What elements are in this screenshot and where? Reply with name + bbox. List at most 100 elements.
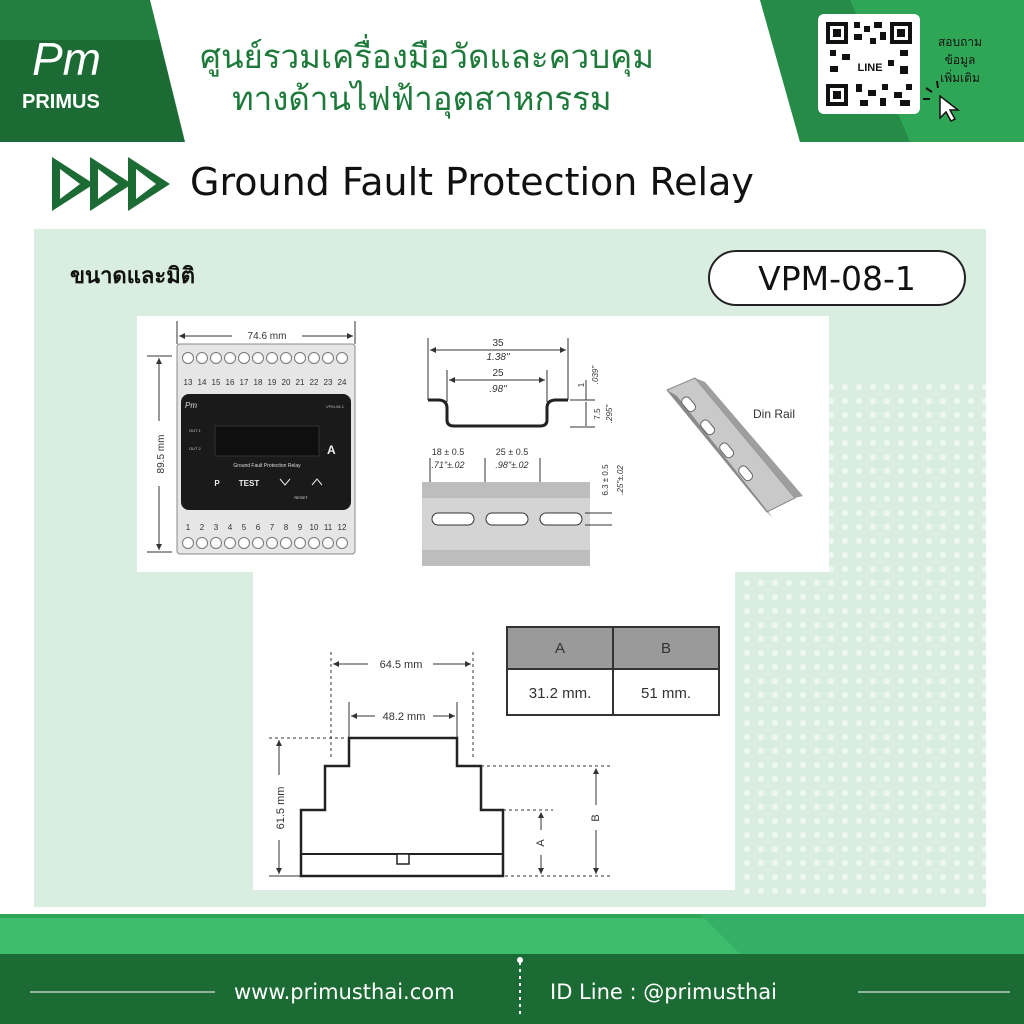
faceplate-logo: Pm <box>185 401 197 410</box>
profile-width-in: 1.38" <box>486 352 509 363</box>
qr-caption-1: สอบถาม <box>938 35 982 49</box>
down-arrow-icon[interactable] <box>279 478 291 486</box>
height-dimension: 89.5 mm <box>156 435 167 474</box>
side-view-drawing: 64.5 mm 48.2 mm 61.5 mm A B <box>269 652 613 878</box>
p-button[interactable]: P <box>214 479 220 488</box>
slot-pitch-mm: 18 ± 0.5 <box>432 447 464 457</box>
section-title: ขนาดและมิติ <box>70 264 195 289</box>
terminal-screw <box>336 352 348 364</box>
profile-width-mm: 35 <box>492 338 504 349</box>
terminal-number: 1 <box>186 523 191 532</box>
terminal-number: 4 <box>228 523 233 532</box>
terminal-number: 17 <box>240 378 249 387</box>
slot-pitch-in: .71"±.02 <box>431 460 464 470</box>
lcd-display <box>214 425 320 457</box>
terminal-number: 12 <box>338 523 347 532</box>
terminal-screw <box>238 537 250 549</box>
terminal-number: 8 <box>284 523 289 532</box>
terminal-screw <box>196 537 208 549</box>
reset-label: RESET <box>294 495 308 500</box>
terminal-screw <box>252 537 264 549</box>
label-a: A <box>535 839 547 847</box>
footer-website[interactable]: www.primusthai.com <box>234 980 455 1004</box>
terminal-number: 24 <box>338 378 347 387</box>
terminal-number: 10 <box>310 523 319 532</box>
terminal-number: 23 <box>324 378 333 387</box>
profile-inner-mm: 25 <box>492 368 504 379</box>
terminal-screw <box>322 352 334 364</box>
dimension-table: A B 31.2 mm. 51 mm. <box>506 626 720 716</box>
label-b: B <box>590 814 602 821</box>
page-title: Ground Fault Protection Relay <box>190 160 754 204</box>
terminal-number: 16 <box>226 378 235 387</box>
footer-line-id[interactable]: ID Line : @primusthai <box>550 980 777 1004</box>
up-arrow-icon[interactable] <box>311 478 323 486</box>
terminal-screw <box>294 352 306 364</box>
terminal-screw <box>224 352 236 364</box>
thickness-in: .039" <box>591 365 600 385</box>
qr-block: LINE สอบถาม ข้อมูล เพิ่มเติม <box>760 0 1024 142</box>
terminal-number: 22 <box>310 378 319 387</box>
faceplate-model: VPM-08-1 <box>326 404 345 409</box>
terminal-screw <box>210 537 222 549</box>
value-b: 51 mm. <box>640 684 691 702</box>
terminal-number: 18 <box>254 378 263 387</box>
value-a: 31.2 mm. <box>508 670 614 716</box>
terminal-number: 2 <box>200 523 205 532</box>
terminal-screw <box>210 352 222 364</box>
model-badge: VPM-08-1 <box>708 250 966 306</box>
terminal-number: 7 <box>270 523 275 532</box>
qr-line-label: LINE <box>857 62 882 74</box>
terminal-number: 15 <box>212 378 221 387</box>
terminal-number: 19 <box>268 378 277 387</box>
brand-name: PRIMUS <box>22 91 100 113</box>
terminal-screw <box>266 537 278 549</box>
depth-mm: 7.5 <box>593 408 602 420</box>
logo-block: Pm PRIMUS <box>0 0 185 142</box>
terminal-screw <box>238 352 250 364</box>
led-out2: OUT 2 <box>189 446 201 451</box>
device-side-outline <box>299 736 505 878</box>
dimension-table-row: 31.2 mm. 51 mm. <box>508 670 718 716</box>
slot-len-in: .98"±.02 <box>495 460 528 470</box>
test-button[interactable]: TEST <box>239 479 260 488</box>
inner-width-dimension: 48.2 mm <box>383 711 426 723</box>
header-b: B <box>660 639 671 657</box>
height-dimension-side: 61.5 mm <box>275 787 287 830</box>
terminal-screw <box>294 537 306 549</box>
thickness-mm: 1 <box>577 382 586 387</box>
profile-inner-in: .98" <box>489 384 507 395</box>
terminal-number: 21 <box>296 378 305 387</box>
logo-mark: Pm <box>32 33 101 85</box>
terminal-screw <box>182 352 194 364</box>
qr-caption-2: ข้อมูล <box>945 53 976 68</box>
slot-width-mm: 6.3 ± 0.5 <box>601 464 610 496</box>
terminal-number: 3 <box>214 523 219 532</box>
qr-caption-3: เพิ่มเติม <box>940 69 980 85</box>
terminal-number: 11 <box>324 523 333 532</box>
triple-arrow-icon <box>52 157 170 211</box>
terminal-number: 9 <box>298 523 303 532</box>
din-rail-illustration: Din Rail <box>666 377 803 518</box>
terminal-screw <box>224 537 236 549</box>
faceplate-device-name: Ground Fault Protection Relay <box>233 463 301 469</box>
terminal-screw <box>196 352 208 364</box>
terminal-screw <box>252 352 264 364</box>
outer-width-dimension: 64.5 mm <box>380 659 423 671</box>
terminal-number: 13 <box>184 378 193 387</box>
dimension-table-header: A B <box>508 628 718 670</box>
headline-line-2: ทางด้านไฟฟ้าอุตสาหกรรม <box>232 79 612 118</box>
terminal-screw <box>280 352 292 364</box>
terminal-number: 5 <box>242 523 247 532</box>
terminal-number: 20 <box>282 378 291 387</box>
cursor-icon <box>923 80 961 122</box>
headline-line-1: ศูนย์รวมเครื่องมือวัดและควบคุม <box>200 37 654 76</box>
qr-code-icon[interactable] <box>824 20 914 108</box>
bottom-terminal-screws <box>182 537 348 549</box>
header-a: A <box>508 628 614 668</box>
terminal-screw <box>266 352 278 364</box>
depth-in: .295" <box>605 404 614 424</box>
